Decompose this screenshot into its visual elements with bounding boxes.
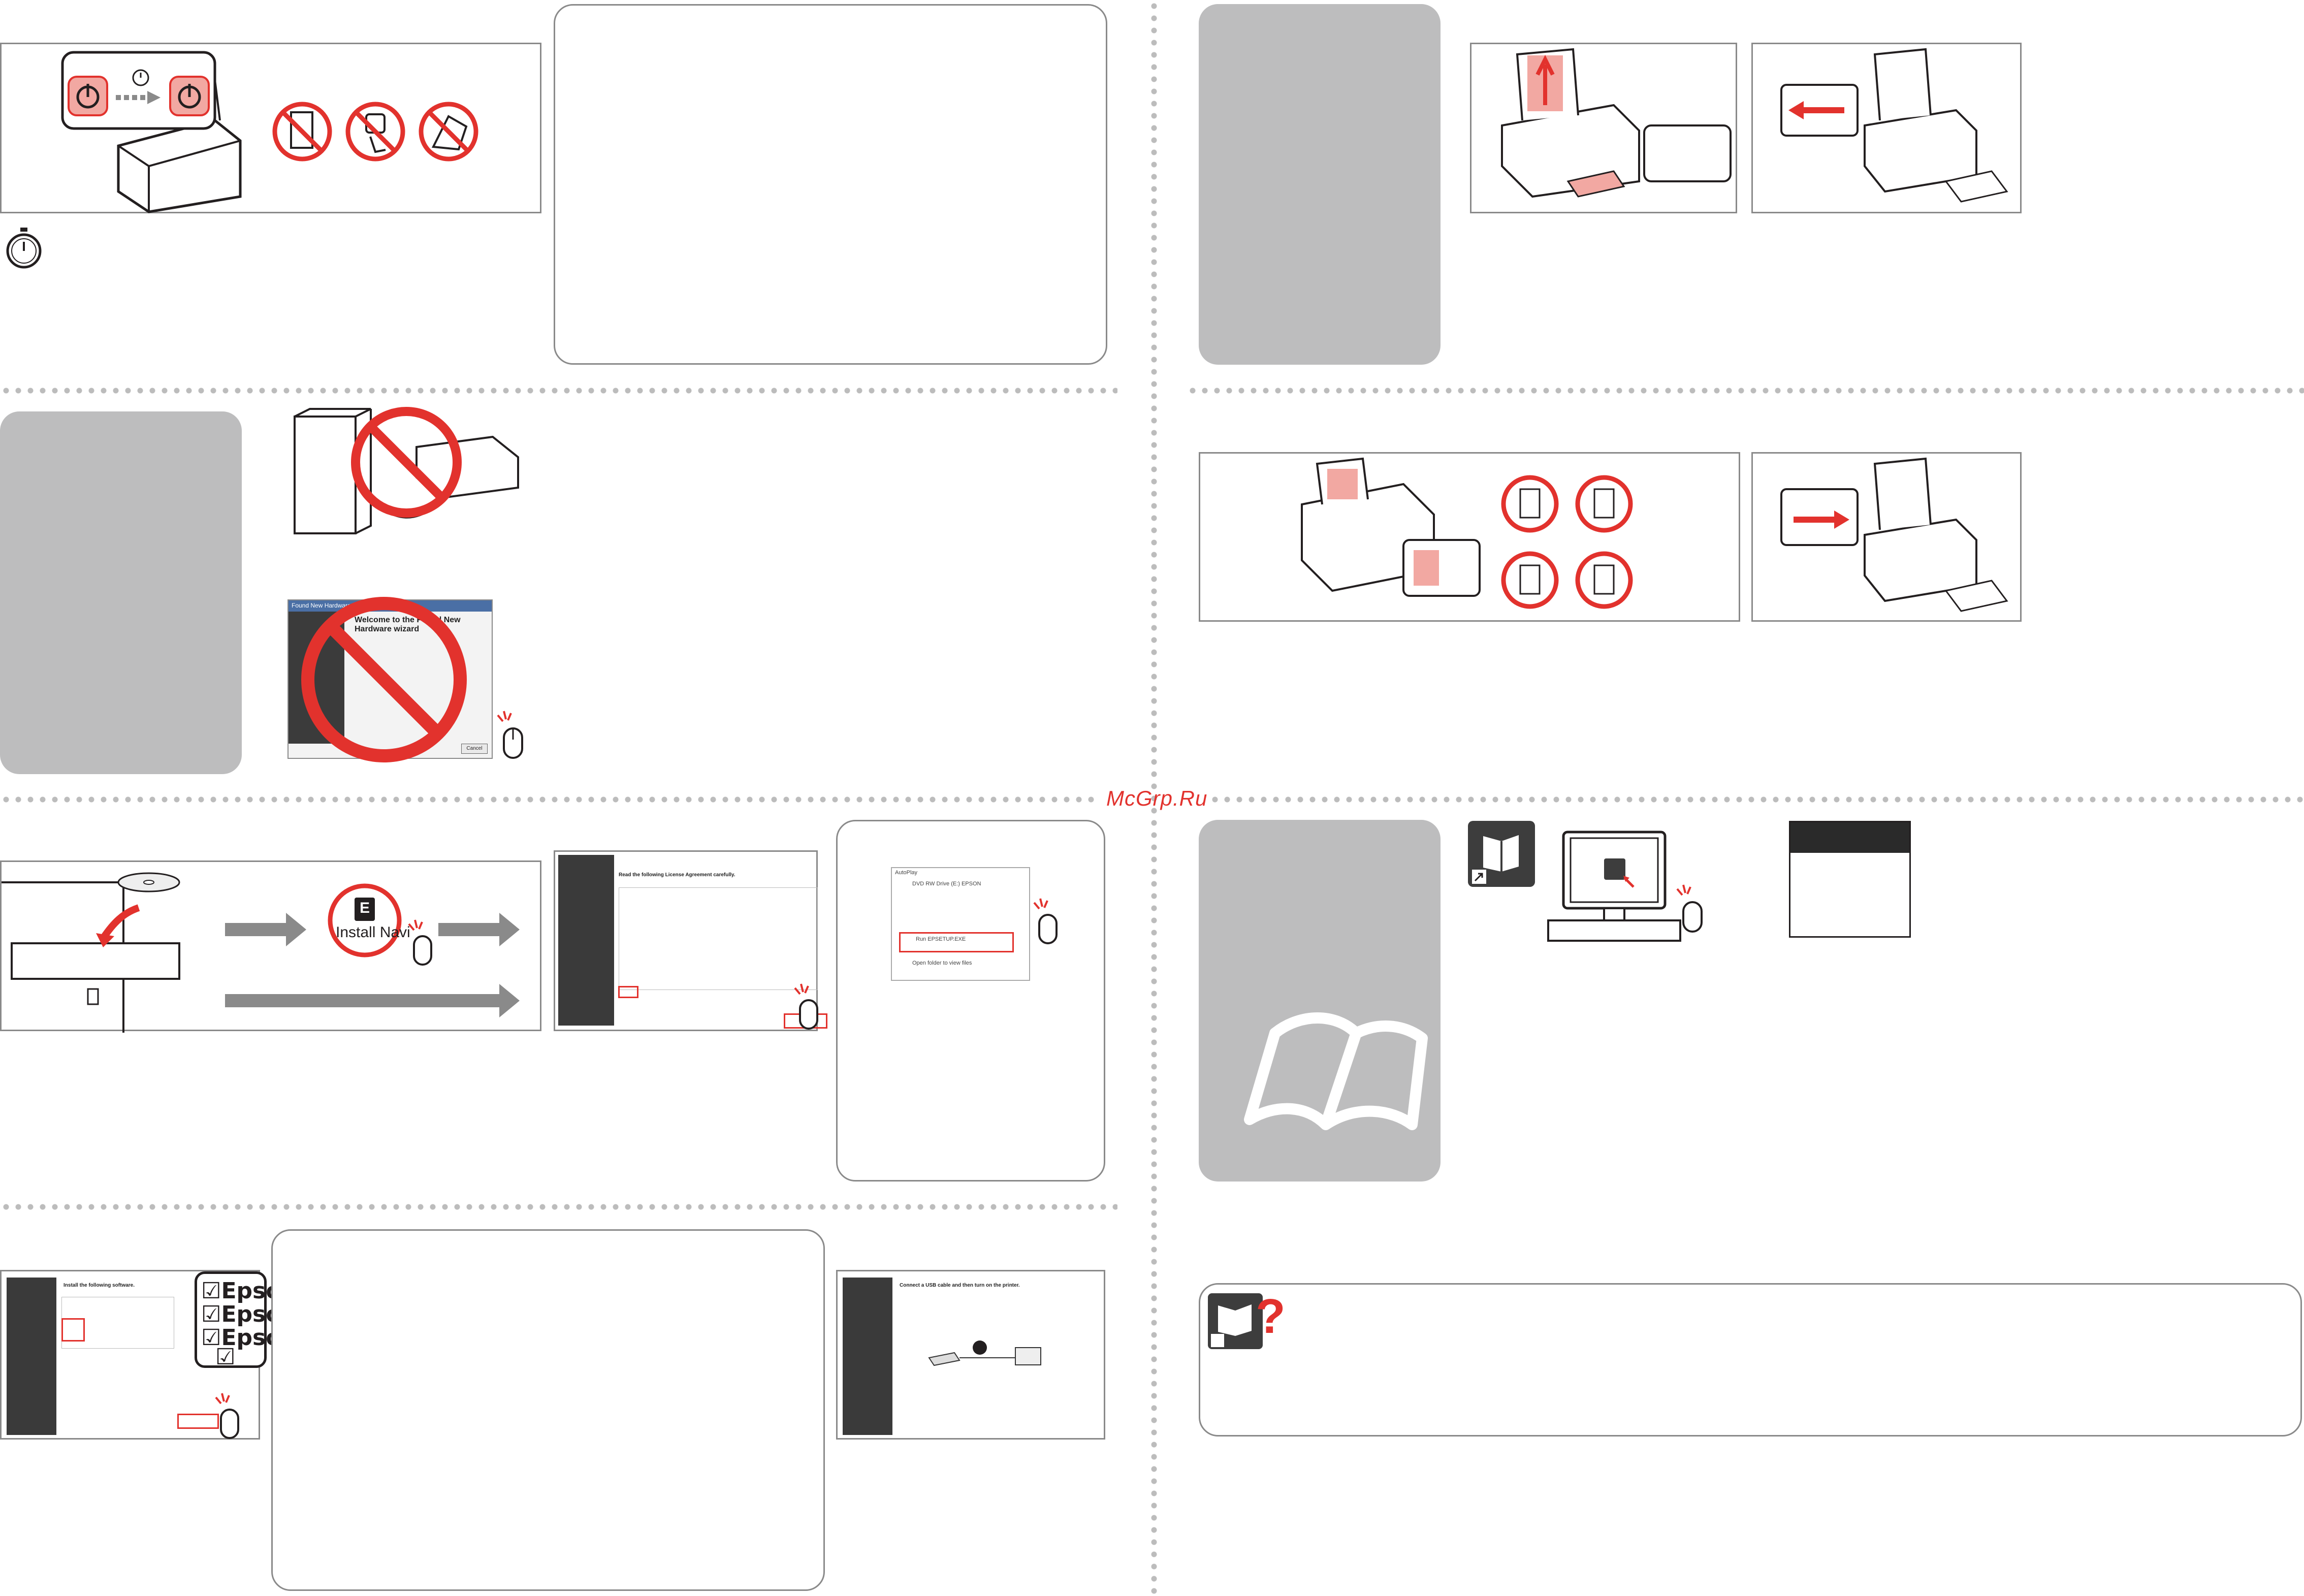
load-paper-illustration [1470, 43, 1737, 213]
slide-edge-guide-illustration-2 [1751, 452, 2022, 622]
mouse-click-icon [1033, 898, 1058, 944]
user-guide-page-preview [1789, 821, 1911, 938]
usb-heading: Connect a USB cable and then turn on the… [900, 1283, 1020, 1288]
install-button-highlight[interactable] [177, 1414, 219, 1429]
power-button-icon [169, 76, 210, 116]
license-text-box [619, 887, 818, 990]
run-epsetup-option[interactable]: Run EPSETUP.EXE [899, 932, 1014, 952]
arrow-dots [116, 91, 161, 104]
separator-row-3 [0, 1204, 1117, 1210]
usb-sidebar [843, 1278, 892, 1435]
separator-row-2 [0, 796, 1097, 803]
insert-cd-illustration: E Install Navi [0, 860, 541, 1033]
note-panel-gray-right [1199, 4, 1441, 365]
no-paper-orientation-2-icon [1575, 475, 1633, 533]
no-open-cover-icon [419, 102, 478, 162]
stopwatch-icon [6, 228, 42, 269]
slide-edge-guide-illustration [1751, 43, 2022, 213]
text-box-bottom [271, 1229, 825, 1591]
license-agreement-screenshot: Read the following License Agreement car… [554, 850, 827, 1031]
software-item-2: Epso [221, 1301, 281, 1327]
user-guide-icon[interactable] [1468, 821, 1535, 887]
mouse-click-icon [794, 983, 818, 1030]
license-sidebar [558, 855, 614, 1026]
cancel-label: Cancel [466, 746, 483, 751]
license-heading: Read the following License Agreement car… [619, 872, 735, 878]
autoplay-window: AutoPlay DVD RW Drive (E:) EPSON Open fo… [891, 867, 1030, 981]
usb-connection-icon [928, 1340, 1041, 1366]
autoplay-title: AutoPlay [895, 870, 918, 876]
load-paper-portrait-illustration [1199, 452, 1740, 622]
mouse-click-icon [215, 1393, 239, 1439]
separator-row-2-right [1209, 796, 2304, 803]
no-paper-orientation-1-icon [1501, 475, 1559, 533]
note-panel-gray [0, 411, 242, 774]
software-sidebar [7, 1278, 56, 1435]
power-button-icon [68, 76, 108, 116]
connect-usb-screenshot: Connect a USB cable and then turn on the… [836, 1270, 1105, 1440]
cancel-button[interactable]: Cancel [461, 744, 488, 754]
mouse-click-icon [1676, 884, 1703, 933]
watermark: McGrp.Ru [1106, 786, 1208, 810]
separator-row-1 [0, 388, 1117, 394]
no-paper-orientation-3-icon [1501, 551, 1559, 609]
checkbox-item-3[interactable]: ☑Epso [201, 1325, 281, 1351]
software-item-3: Epso [221, 1325, 281, 1351]
guide-header-bar [1790, 822, 1909, 853]
center-separator [1151, 0, 1157, 1596]
checkbox-item-1[interactable]: ☑Epso [201, 1278, 281, 1304]
autoplay-note-box: AutoPlay DVD RW Drive (E:) EPSON Open fo… [836, 820, 1105, 1182]
install-navi-logo-letter: E [360, 900, 370, 916]
power-on-illustration [0, 43, 541, 213]
no-usb-connection-illustration [294, 407, 519, 534]
separator-row-1-right [1187, 388, 2304, 394]
autoplay-drive: DVD RW Drive (E:) EPSON [912, 881, 981, 887]
software-heading: Install the following software. [63, 1283, 135, 1288]
agree-radio-highlight[interactable] [618, 986, 638, 998]
troubleshooting-box [1199, 1283, 2302, 1437]
install-navi-label: Install Navi [336, 924, 410, 941]
troubleshooting-icon[interactable]: ? [1208, 1289, 1286, 1349]
no-paper-orientation-4-icon [1575, 551, 1633, 609]
user-guide-panel [1199, 820, 1441, 1182]
open-book-icon [1244, 1012, 1428, 1130]
stopwatch-icon [132, 69, 149, 86]
no-press-button-icon [345, 102, 405, 162]
text-box-top [554, 4, 1107, 365]
software-item-1: Epso [221, 1278, 281, 1304]
mouse-click-icon [408, 919, 432, 966]
install-navi-icon[interactable] [327, 882, 403, 959]
prohibited-icon [301, 597, 467, 762]
checkbox-callout: ☑Epso ☑Epso ☑Epso ☑ [195, 1271, 281, 1370]
mouse-click-icon [497, 711, 523, 759]
software-list-highlight [61, 1318, 85, 1342]
computer-monitor-illustration [1547, 831, 1681, 942]
install-software-screenshot: Install the following software. ☑Epso ☑E… [0, 1270, 281, 1440]
autoplay-open-folder: Open folder to view files [912, 960, 972, 966]
checkbox-item-2[interactable]: ☑Epso [201, 1301, 281, 1327]
checkbox-item-4[interactable]: ☑ [215, 1344, 236, 1370]
no-unplug-icon [272, 102, 332, 162]
run-epsetup-label: Run EPSETUP.EXE [916, 936, 966, 942]
svg-text:?: ? [1256, 1289, 1286, 1344]
